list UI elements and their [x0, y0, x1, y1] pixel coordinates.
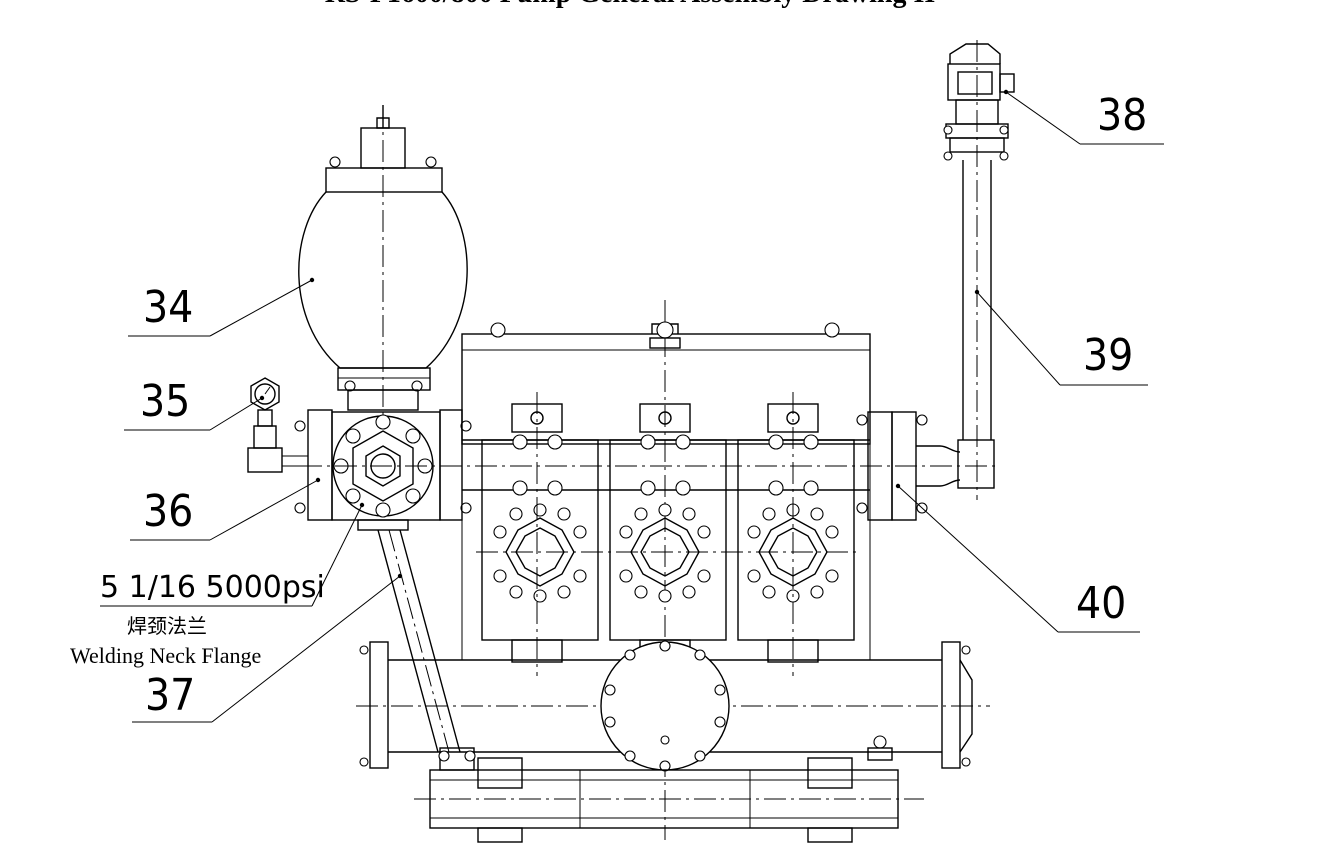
- suction-manifold: [356, 640, 990, 772]
- flange-label-cn: 焊颈法兰: [127, 614, 207, 638]
- leader-lines: [100, 89, 1164, 723]
- callout-34: 34: [143, 282, 193, 333]
- callout-35: 35: [140, 376, 190, 427]
- pressure-gauge: [247, 377, 308, 473]
- support-strut: [377, 529, 476, 771]
- callout-39: 39: [1083, 330, 1133, 381]
- skid-base: [414, 735, 924, 843]
- flange-note: 5 1/16 5000psi 焊颈法兰 Welding Neck Flange: [70, 570, 325, 668]
- callout-40: 40: [1076, 578, 1126, 629]
- drawing-title: RS-F1600/800 Pump General Assembly Drawi…: [325, 0, 936, 9]
- callout-36: 36: [143, 486, 193, 537]
- callout-37: 37: [145, 670, 195, 721]
- pulsation-dampener: [298, 105, 468, 420]
- discharge-block: [294, 409, 1000, 531]
- flange-label-en: Welding Neck Flange: [70, 643, 261, 668]
- fluid-modules: [476, 392, 860, 676]
- callout-numbers: 34 35 36 37 38 39 40: [140, 90, 1147, 721]
- callout-38: 38: [1097, 90, 1147, 141]
- flange-spec: 5 1/16 5000psi: [100, 570, 325, 605]
- riser-pipe: [943, 40, 1015, 500]
